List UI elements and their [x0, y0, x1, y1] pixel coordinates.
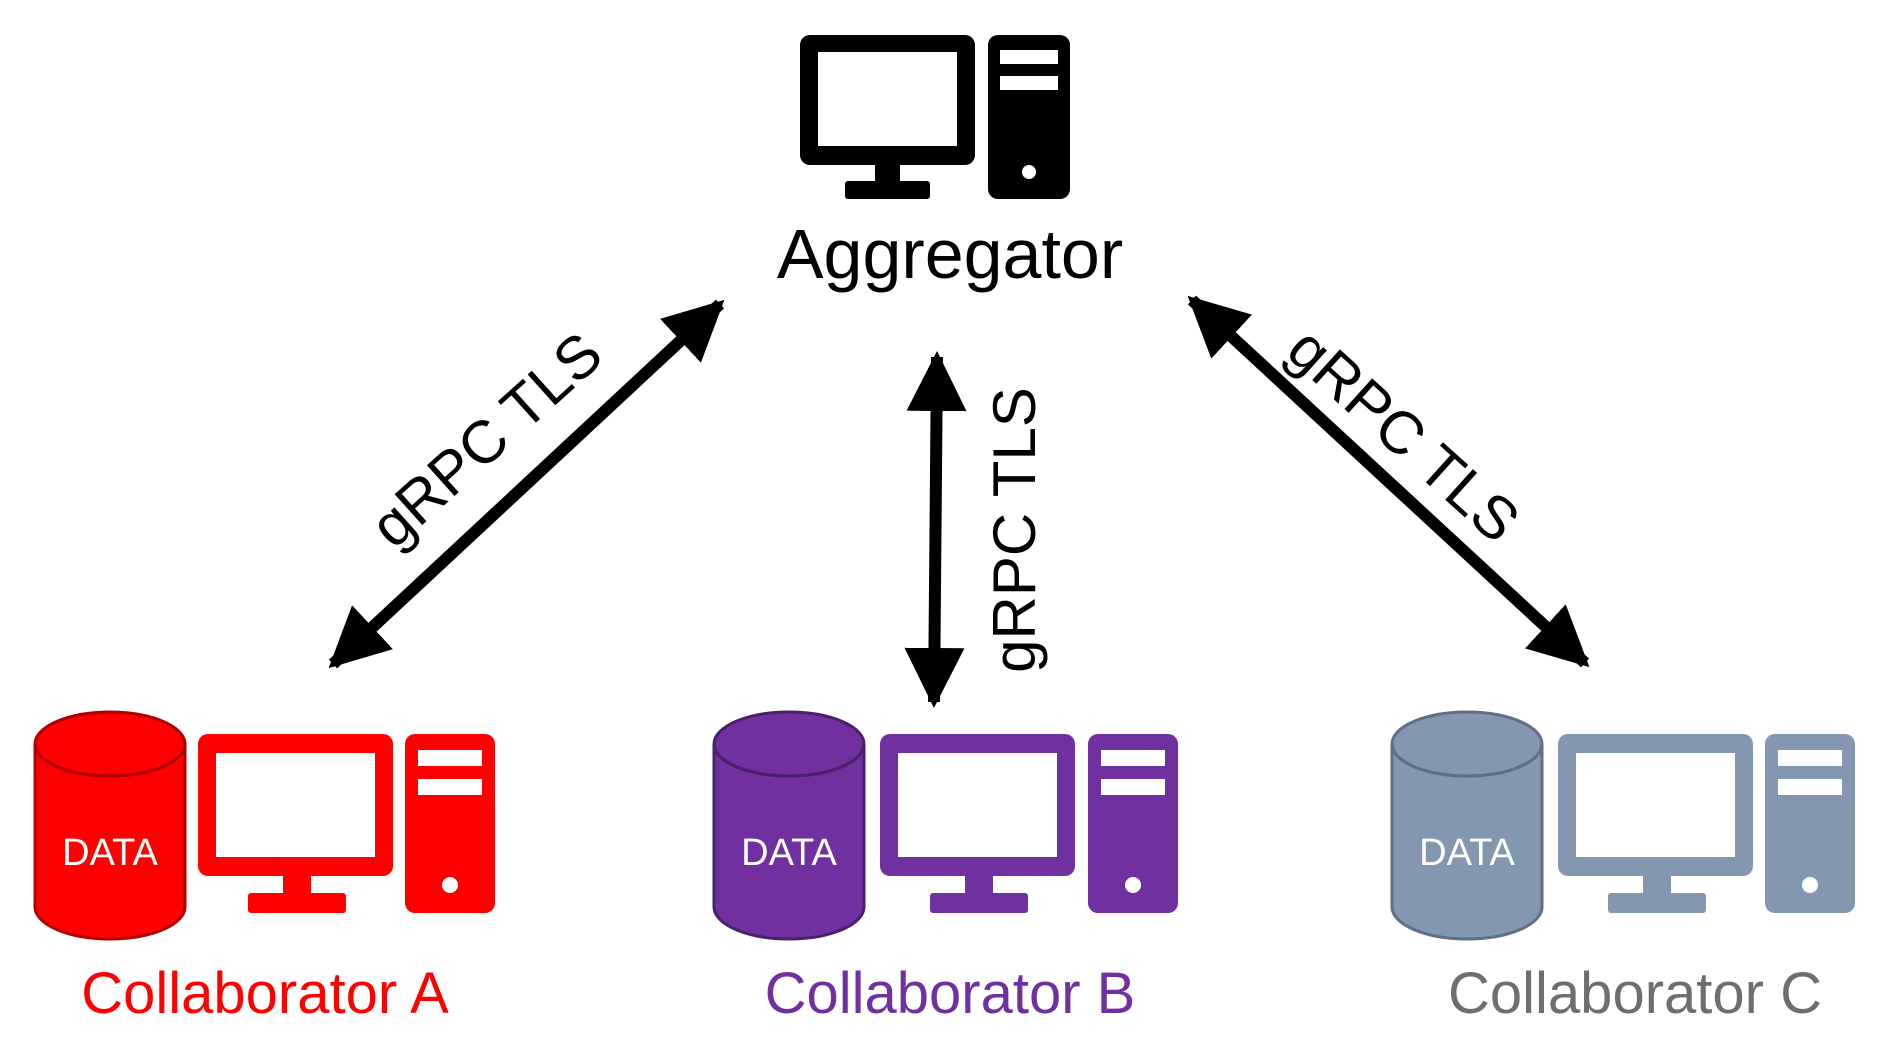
- collaborator-a-label: Collaborator A: [81, 961, 449, 1026]
- link-arrow-a: [328, 299, 725, 669]
- collaborator-a-data-label: DATA: [62, 832, 158, 874]
- collaborator-c-database-icon: [1390, 710, 1544, 941]
- collaborator-c-data-label: DATA: [1419, 832, 1515, 874]
- link-label-c: gRPC TLS: [1275, 314, 1532, 555]
- aggregator-computer-icon: [800, 35, 1070, 199]
- link-arrow-c: [1187, 295, 1590, 668]
- collaborator-c-label: Collaborator C: [1448, 961, 1822, 1026]
- link-arrow-b: [904, 351, 967, 708]
- aggregator-label: Aggregator: [777, 215, 1123, 293]
- collaborator-b-data-label: DATA: [741, 832, 837, 874]
- collaborator-b-label: Collaborator B: [765, 961, 1136, 1026]
- collaborator-b-computer-icon: [880, 734, 1178, 913]
- link-label-b: gRPC TLS: [981, 387, 1048, 673]
- collaborator-a-database-icon: [33, 710, 187, 941]
- collaborator-b-database-icon: [712, 710, 866, 941]
- collaborator-c-computer-icon: [1558, 734, 1855, 913]
- collaborator-a-computer-icon: [198, 734, 495, 913]
